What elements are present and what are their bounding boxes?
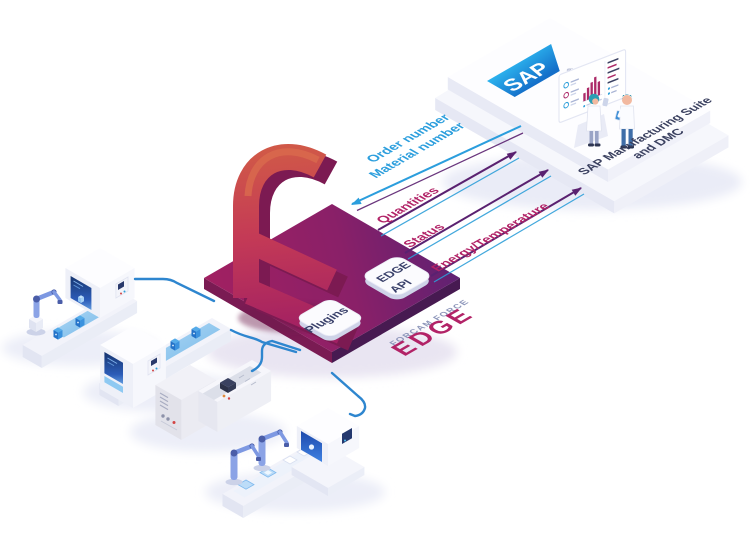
label-quantities: Quantities — [373, 185, 443, 225]
arrowhead-to-edge — [351, 197, 362, 205]
robot-arm-1 — [26, 289, 63, 336]
plugins-tile: Plugins — [298, 299, 362, 341]
cable-machine4 — [330, 371, 367, 418]
dashboard-left-rows — [563, 78, 579, 109]
sap-platform: SAP ® — [435, 18, 729, 214]
control-knobs — [160, 414, 178, 431]
machine-station-1 — [22, 248, 138, 368]
vent-grilles — [159, 392, 169, 411]
flow-line-order — [351, 125, 522, 205]
person-supervisor — [614, 94, 635, 149]
person-analyst — [586, 93, 609, 147]
dashboard-right-panel — [604, 57, 620, 102]
flow-line-quantities — [377, 151, 517, 231]
cable-machine1 — [133, 277, 216, 303]
arrowhead-to-sap — [571, 187, 582, 196]
edge-api-tile: EDGE API — [364, 257, 430, 300]
cable-machine2 — [229, 328, 298, 354]
robot-arm-3 — [225, 443, 261, 486]
edge-platform: Plugins EDGE API FORCAM FORCE EDGE — [204, 144, 481, 363]
arrowhead-to-sap — [538, 169, 549, 178]
arrowhead-to-sap — [506, 151, 517, 160]
belt-opening — [104, 376, 123, 393]
cables — [133, 277, 367, 418]
screen-cube-icon — [78, 295, 84, 303]
machine-screen — [70, 276, 92, 310]
lathe-marks — [238, 374, 257, 386]
flow-line-status — [404, 169, 549, 254]
flow-line-energy — [430, 187, 582, 277]
conveyor-belt — [233, 445, 325, 498]
machine-station-4 — [222, 408, 365, 518]
cable-cnc — [250, 339, 302, 373]
label-status: Status — [400, 221, 449, 249]
machine-screen — [104, 352, 123, 384]
tool-carriage — [220, 378, 236, 400]
